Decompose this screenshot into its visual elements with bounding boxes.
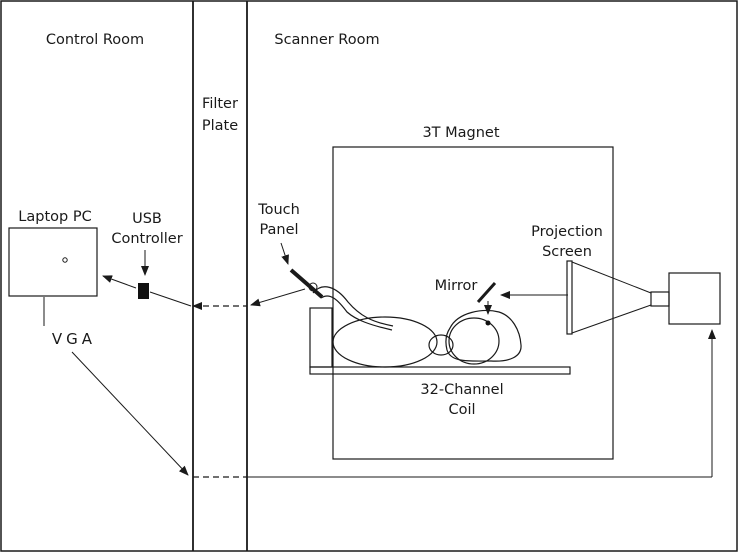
usb-label-line2: Controller: [111, 231, 182, 247]
projection-label-line2: Screen: [542, 244, 592, 260]
head-coil: [445, 309, 522, 362]
scanner-room-label: Scanner Room: [274, 32, 379, 48]
projector-box: [668, 272, 721, 325]
usb-to-laptop-arrow: [102, 275, 137, 289]
projection-screen: [566, 260, 573, 335]
scanner-table: [309, 366, 571, 375]
vga-to-filter-arrow: [71, 351, 189, 476]
touch-to-filter-arrow: [250, 288, 306, 307]
subject-body: [332, 316, 438, 368]
projector-lens: [650, 291, 670, 307]
control-room-label: Control Room: [46, 32, 144, 48]
projection-label-line1: Projection: [531, 224, 603, 240]
vga-label: VGA: [52, 330, 96, 348]
table-end-block: [309, 307, 333, 368]
laptop-label: Laptop PC: [18, 209, 91, 225]
subject-hand: [308, 282, 318, 292]
projection-beam-bottom: [571, 304, 652, 334]
touch-pointer-arrow: [280, 242, 289, 265]
filter-plate-label-line1: Filter: [202, 96, 238, 112]
subject-neck: [428, 334, 454, 356]
projection-beam-top: [571, 261, 652, 294]
subject-head: [448, 317, 500, 365]
touch-label-line2: Panel: [259, 222, 298, 238]
coil-label-line1: 32-Channel: [420, 382, 503, 398]
laptop-indicator-icon: [62, 257, 68, 263]
magnet-label: 3T Magnet: [422, 125, 499, 141]
magnet-box: [332, 146, 614, 460]
touch-panel-bar: [289, 268, 324, 299]
mirror-bar: [476, 281, 497, 304]
usb-controller-block: [138, 283, 149, 299]
filter-to-usb-line: [149, 291, 192, 307]
filter-plate-label-line2: Plate: [202, 118, 238, 134]
subject-eye: [485, 320, 491, 326]
mirror-label: Mirror: [435, 278, 478, 294]
usb-label-line1: USB: [132, 211, 162, 227]
laptop-box: [8, 227, 98, 297]
subject-legs: [312, 286, 394, 331]
coil-label-line2: Coil: [448, 402, 475, 418]
touch-label-line1: Touch: [257, 202, 300, 218]
